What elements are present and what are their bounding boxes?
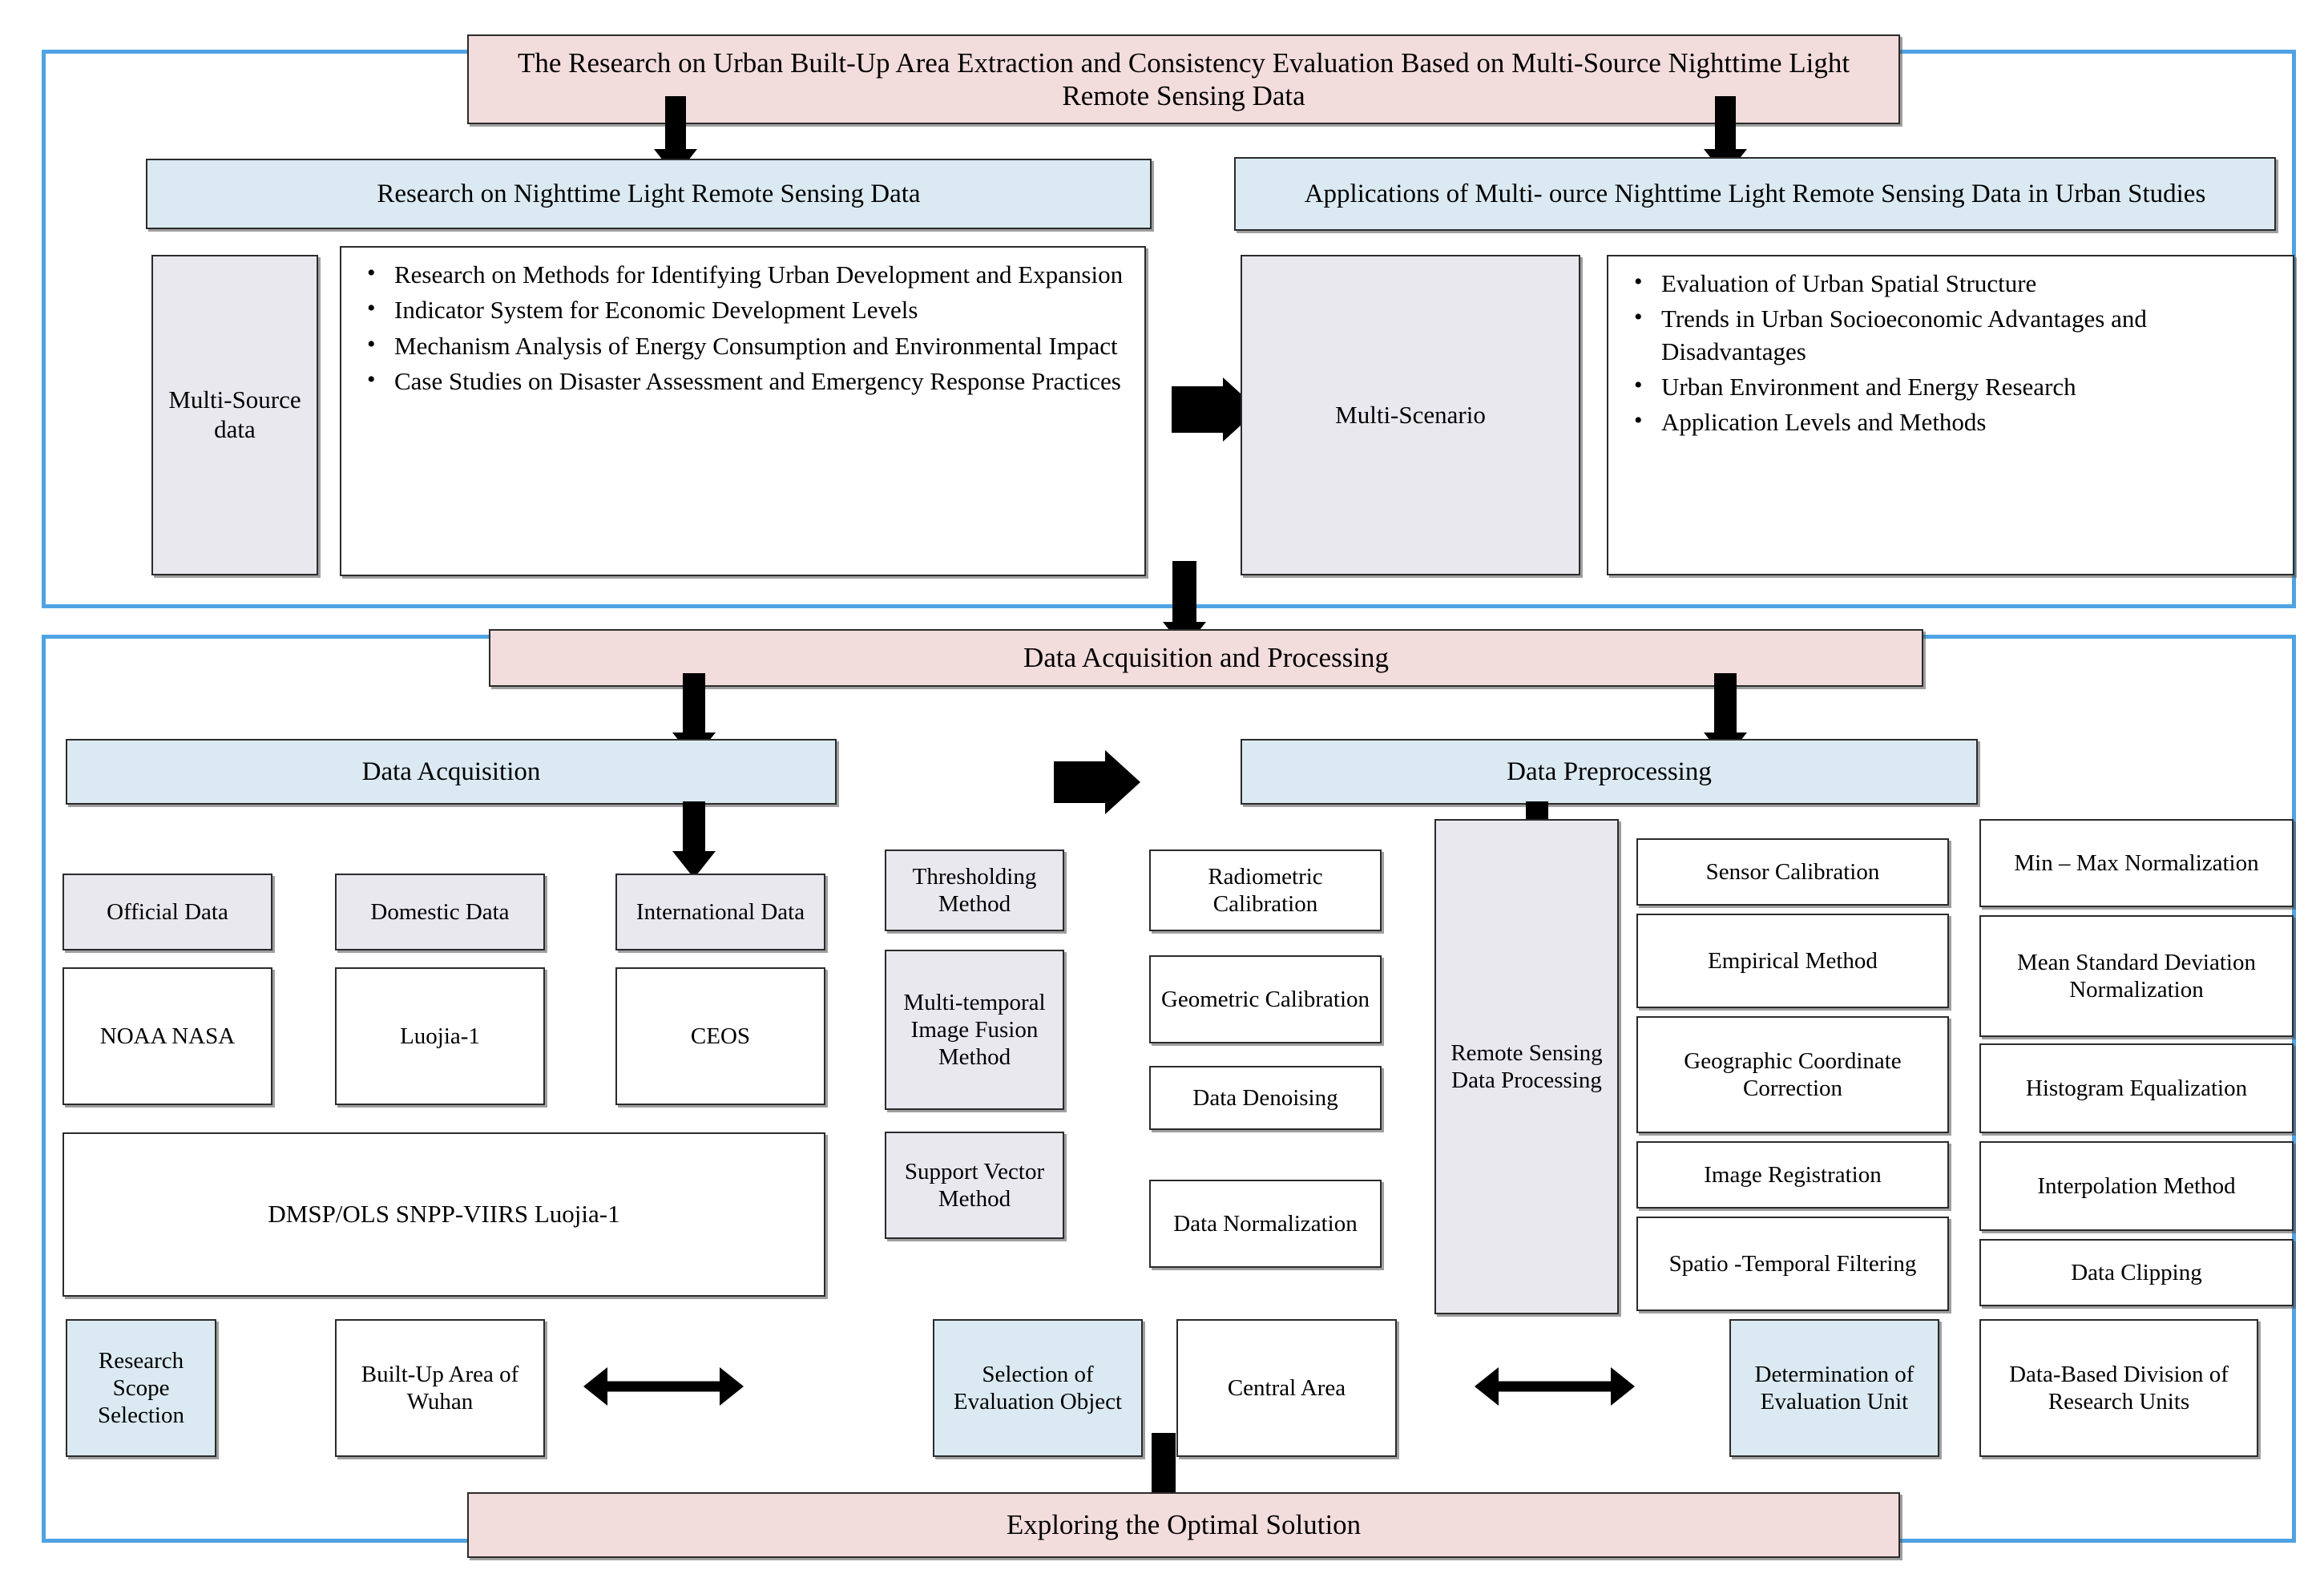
header-data-preprocessing: Data Preprocessing: [1241, 739, 1978, 805]
box-data-normalization-label: Data Normalization: [1173, 1210, 1358, 1237]
box-support-vector-method-label: Support Vector Method: [904, 1158, 1045, 1212]
box-data-based-division-of-research-units: Data-Based Division of Research Units: [1979, 1319, 2258, 1457]
box-geographic-coordinate-correction-label: Geographic Coordinate Correction: [1684, 1047, 1902, 1101]
box-data-denoising-label: Data Denoising: [1192, 1084, 1338, 1111]
header-applications-urban-studies-label: Applications of Multi- ource Nighttime L…: [1304, 179, 2206, 208]
box-sensor-calibration-label: Sensor Calibration: [1705, 858, 1880, 885]
bottom-banner-exploring-optimal-solution: Exploring the Optimal Solution: [467, 1492, 1900, 1558]
box-remote-sensing-data-processing-label: Remote Sensing Data Processing: [1450, 1039, 1603, 1093]
box-geometric-calibration-label: Geometric Calibration: [1160, 986, 1370, 1012]
list-application-topics: Evaluation of Urban Spatial Structure Tr…: [1607, 255, 2294, 575]
mid-banner-label: Data Acquisition and Processing: [1023, 642, 1389, 674]
box-multi-source-data-label: Multi-Source data: [168, 385, 301, 443]
box-sensor-datasets-label: DMSP/OLS SNPP-VIIRS Luojia-1: [268, 1200, 620, 1229]
box-interpolation-method: Interpolation Method: [1979, 1141, 2294, 1231]
mid-banner-data-acquisition-processing: Data Acquisition and Processing: [489, 629, 1923, 687]
list-item: Research on Methods for Identifying Urba…: [367, 257, 1130, 291]
box-multi-scenario: Multi-Scenario: [1241, 255, 1580, 575]
box-central-area: Central Area: [1176, 1319, 1397, 1457]
header-research-nighttime-light-label: Research on Nighttime Light Remote Sensi…: [377, 179, 921, 208]
box-geometric-calibration: Geometric Calibration: [1149, 955, 1382, 1043]
arrow-acquisition-to-preprocessing: [1054, 744, 1140, 821]
box-radiometric-calibration-label: Radiometric Calibration: [1208, 863, 1323, 917]
box-mean-standard-deviation-normalization: Mean Standard Deviation Normalization: [1979, 915, 2294, 1037]
box-min-max-normalization-label: Min – Max Normalization: [2014, 849, 2259, 876]
header-data-acquisition: Data Acquisition: [66, 739, 837, 805]
box-histogram-equalization-label: Histogram Equalization: [2025, 1075, 2248, 1101]
header-data-acquisition-label: Data Acquisition: [361, 757, 541, 786]
header-data-preprocessing-label: Data Preprocessing: [1507, 757, 1712, 786]
box-thresholding-method: Thresholding Method: [885, 849, 1064, 931]
box-remote-sensing-data-processing: Remote Sensing Data Processing: [1434, 819, 1619, 1314]
box-determination-of-evaluation-unit: Determination of Evaluation Unit: [1729, 1319, 1939, 1457]
box-mean-standard-deviation-normalization-label: Mean Standard Deviation Normalization: [2017, 949, 2256, 1003]
box-built-up-area-of-wuhan: Built-Up Area of Wuhan: [335, 1319, 545, 1457]
box-research-scope-selection: Research Scope Selection: [66, 1319, 216, 1457]
box-official-data: Official Data: [63, 874, 272, 950]
list-item: Evaluation of Urban Spatial Structure: [1634, 266, 2278, 300]
list-item: Trends in Urban Socioeconomic Advantages…: [1634, 301, 2278, 368]
header-applications-urban-studies: Applications of Multi- ource Nighttime L…: [1234, 157, 2276, 231]
box-data-based-division-label: Data-Based Division of Research Units: [2009, 1361, 2229, 1414]
box-luojia-1-label: Luojia-1: [400, 1023, 480, 1049]
box-min-max-normalization: Min – Max Normalization: [1979, 819, 2294, 907]
title-banner-label: The Research on Urban Built-Up Area Extr…: [517, 46, 1850, 111]
title-banner: The Research on Urban Built-Up Area Extr…: [467, 34, 1900, 124]
box-radiometric-calibration: Radiometric Calibration: [1149, 849, 1382, 931]
box-noaa-nasa: NOAA NASA: [63, 967, 272, 1105]
bottom-banner-label: Exploring the Optimal Solution: [1006, 1509, 1362, 1541]
box-determination-of-evaluation-unit-label: Determination of Evaluation Unit: [1754, 1361, 1914, 1414]
box-selection-of-evaluation-object: Selection of Evaluation Object: [933, 1319, 1143, 1457]
box-selection-of-evaluation-object-label: Selection of Evaluation Object: [953, 1361, 1123, 1414]
arrow-scope-to-object-bidirectional: [583, 1362, 744, 1410]
box-international-data: International Data: [615, 874, 825, 950]
box-spatio-temporal-filtering-label: Spatio -Temporal Filtering: [1668, 1250, 1917, 1277]
box-international-data-label: International Data: [635, 898, 805, 925]
application-topics-list: Evaluation of Urban Spatial Structure Tr…: [1626, 266, 2278, 438]
header-research-nighttime-light: Research on Nighttime Light Remote Sensi…: [146, 159, 1152, 229]
box-multitemporal-image-fusion-method: Multi-temporal Image Fusion Method: [885, 950, 1064, 1110]
box-data-normalization: Data Normalization: [1149, 1180, 1382, 1268]
list-item: Case Studies on Disaster Assessment and …: [367, 364, 1130, 398]
box-data-clipping-label: Data Clipping: [2071, 1259, 2202, 1285]
box-domestic-data: Domestic Data: [335, 874, 545, 950]
box-geographic-coordinate-correction: Geographic Coordinate Correction: [1636, 1016, 1949, 1133]
box-multi-source-data: Multi-Source data: [151, 255, 318, 575]
box-research-scope-selection-label: Research Scope Selection: [98, 1347, 184, 1429]
box-multitemporal-image-fusion-method-label: Multi-temporal Image Fusion Method: [903, 989, 1046, 1071]
box-official-data-label: Official Data: [107, 898, 228, 925]
box-luojia-1: Luojia-1: [335, 967, 545, 1105]
list-item: Application Levels and Methods: [1634, 405, 2278, 438]
box-ceos-label: CEOS: [690, 1023, 751, 1049]
box-support-vector-method: Support Vector Method: [885, 1132, 1064, 1239]
list-item: Indicator System for Economic Developmen…: [367, 293, 1130, 326]
box-noaa-nasa-label: NOAA NASA: [99, 1023, 236, 1049]
arrow-central-to-unit-bidirectional: [1475, 1362, 1635, 1410]
box-empirical-method: Empirical Method: [1636, 914, 1949, 1008]
box-data-clipping: Data Clipping: [1979, 1239, 2294, 1306]
research-topics-list: Research on Methods for Identifying Urba…: [359, 257, 1130, 398]
box-sensor-datasets: DMSP/OLS SNPP-VIIRS Luojia-1: [63, 1132, 825, 1297]
box-interpolation-method-label: Interpolation Method: [2037, 1172, 2236, 1199]
box-histogram-equalization: Histogram Equalization: [1979, 1043, 2294, 1133]
arrow-acquisition-to-sources: [672, 801, 716, 878]
box-central-area-label: Central Area: [1227, 1374, 1346, 1401]
box-spatio-temporal-filtering: Spatio -Temporal Filtering: [1636, 1217, 1949, 1311]
box-data-denoising: Data Denoising: [1149, 1066, 1382, 1130]
list-research-topics: Research on Methods for Identifying Urba…: [340, 246, 1146, 576]
box-empirical-method-label: Empirical Method: [1708, 947, 1878, 974]
box-image-registration-label: Image Registration: [1704, 1161, 1882, 1188]
box-domestic-data-label: Domestic Data: [370, 898, 510, 925]
box-built-up-area-of-wuhan-label: Built-Up Area of Wuhan: [361, 1361, 519, 1414]
box-sensor-calibration: Sensor Calibration: [1636, 838, 1949, 906]
box-thresholding-method-label: Thresholding Method: [912, 863, 1037, 917]
box-ceos: CEOS: [615, 967, 825, 1105]
box-image-registration: Image Registration: [1636, 1141, 1949, 1209]
list-item: Urban Environment and Energy Research: [1634, 369, 2278, 403]
box-multi-scenario-label: Multi-Scenario: [1335, 400, 1486, 429]
list-item: Mechanism Analysis of Energy Consumption…: [367, 329, 1130, 362]
